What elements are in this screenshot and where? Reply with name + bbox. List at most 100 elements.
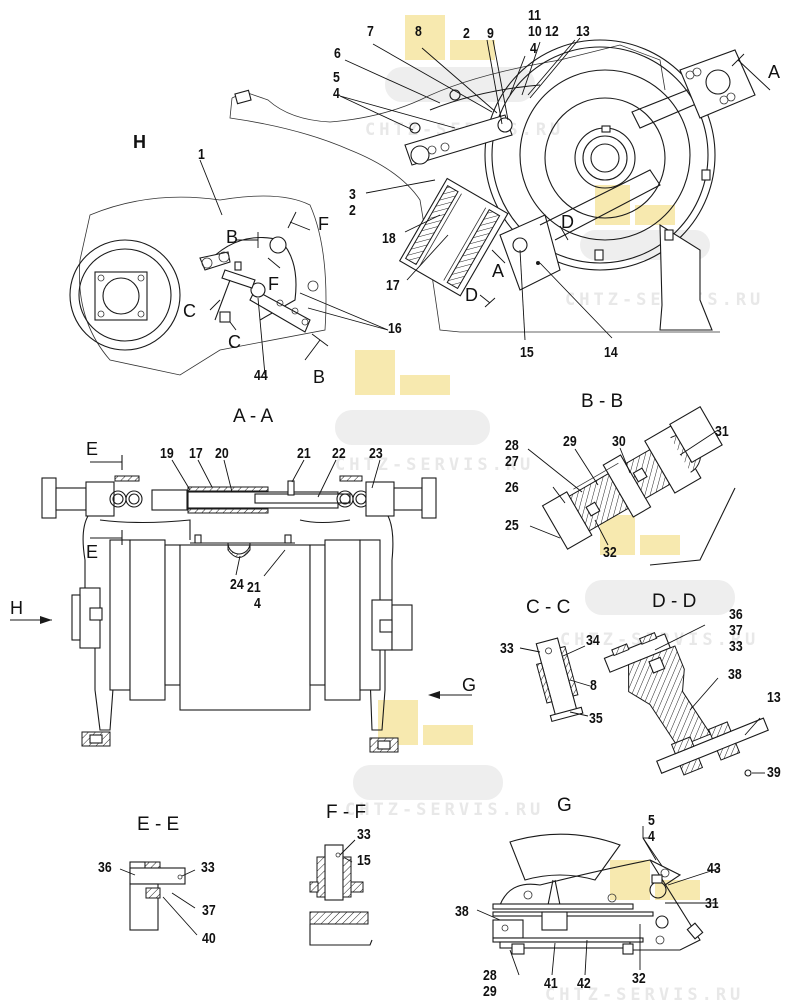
callout-bb-26: 26 <box>505 479 519 496</box>
callout-18: 18 <box>382 230 396 247</box>
callout-aa-17: 17 <box>189 445 203 462</box>
view-aa-leaders <box>171 459 381 577</box>
section-mark-f-upper: F <box>318 214 329 234</box>
callout-bb-30: 30 <box>612 433 626 450</box>
view-ee-drawing <box>119 861 198 936</box>
callout-bb-28: 28 <box>505 437 519 454</box>
callout-3: 3 <box>349 186 356 203</box>
section-mark-b-lower: B <box>313 367 326 387</box>
callout-8: 8 <box>415 23 422 40</box>
callout-4: 4 <box>333 85 340 102</box>
view-title-bb: B - B <box>581 391 624 412</box>
section-mark-a-top: A <box>768 62 781 82</box>
watermark-logo-g <box>610 860 700 900</box>
callout-15: 15 <box>520 344 534 361</box>
section-mark-d-lower: D <box>465 285 478 305</box>
callout-cc-35: 35 <box>589 710 603 727</box>
view-title-ff: F - F <box>326 802 367 823</box>
callout-ee-36: 36 <box>98 859 112 876</box>
view-title-ee: E - E <box>137 814 180 835</box>
callout-ff-33: 33 <box>357 826 371 843</box>
callout-2-lower: 2 <box>349 202 356 219</box>
view-h-drawing <box>69 195 327 376</box>
callout-aa-4: 4 <box>254 595 261 612</box>
watermark-logo-mid <box>335 350 490 445</box>
callout-ee-37: 37 <box>202 902 216 919</box>
callout-14: 14 <box>604 344 618 361</box>
view-g-drawing <box>492 833 704 955</box>
callout-1: 1 <box>198 146 205 163</box>
callout-11: 11 <box>528 7 542 24</box>
section-mark-f-lower: F <box>268 274 279 294</box>
callout-ff-15: 15 <box>357 852 371 869</box>
callout-g-28: 28 <box>483 967 497 984</box>
watermark-text-6: CHTZ-SERVIS.RU <box>545 985 744 1000</box>
section-mark-e-lower: E <box>86 542 99 562</box>
section-mark-e-upper: E <box>86 439 99 459</box>
callout-17: 17 <box>386 277 400 294</box>
callout-2: 2 <box>463 25 470 42</box>
callout-10: 10 <box>528 23 542 40</box>
callout-aa-22: 22 <box>332 445 346 462</box>
view-title-g: G <box>557 795 572 816</box>
callout-aa-24: 24 <box>230 576 244 593</box>
callout-g-4: 4 <box>648 828 655 845</box>
callout-dd-36: 36 <box>729 606 743 623</box>
watermark-text-3: CHTZ-SERVIS.RU <box>335 455 534 475</box>
view-h-leaders <box>199 159 389 376</box>
view-g-leaders <box>476 826 721 976</box>
view-dd-drawing <box>603 624 769 777</box>
view-bb-drawing <box>541 406 736 566</box>
callout-dd-13: 13 <box>767 689 781 706</box>
direction-mark-g: G <box>462 675 477 695</box>
callout-g-42: 42 <box>577 975 591 992</box>
callout-bb-27: 27 <box>505 453 519 470</box>
callout-bb-25: 25 <box>505 517 519 534</box>
callout-bb-29: 29 <box>563 433 577 450</box>
view-title-aa: A - A <box>233 406 274 427</box>
main-view-leaders <box>299 37 613 341</box>
callout-dd-39: 39 <box>767 764 781 781</box>
watermark-logo-bb <box>585 515 735 615</box>
view-bb-leaders <box>527 429 719 546</box>
callout-cc-33: 33 <box>500 640 514 657</box>
direction-mark-h: H <box>10 598 23 618</box>
callout-g-43: 43 <box>707 860 721 877</box>
view-title-dd: D - D <box>652 591 697 612</box>
callout-aa-19: 19 <box>160 445 174 462</box>
callout-9: 9 <box>487 25 494 42</box>
callout-bb-32: 32 <box>603 544 617 561</box>
callout-dd-33: 33 <box>729 638 743 655</box>
section-arrows <box>209 53 771 361</box>
callout-dd-38: 38 <box>728 666 742 683</box>
view-title-cc: C - C <box>526 597 571 618</box>
callout-16: 16 <box>388 320 402 337</box>
callout-4-top: 4 <box>530 40 537 57</box>
view-aa-drawing <box>10 455 472 753</box>
callout-6: 6 <box>334 45 341 62</box>
callout-g-32: 32 <box>632 970 646 987</box>
callout-7: 7 <box>367 23 374 40</box>
callout-44: 44 <box>254 367 268 384</box>
callout-aa-23: 23 <box>369 445 383 462</box>
callout-cc-34: 34 <box>586 632 600 649</box>
callout-bb-31: 31 <box>715 423 729 440</box>
watermark-logo-top <box>385 15 535 102</box>
section-mark-c-upper: C <box>183 301 196 321</box>
callout-g-31: 31 <box>705 895 719 912</box>
callout-ee-33: 33 <box>201 859 215 876</box>
callout-5: 5 <box>333 69 340 86</box>
callout-cc-8: 8 <box>590 677 597 694</box>
callout-g-29: 29 <box>483 983 497 1000</box>
callout-13: 13 <box>576 23 590 40</box>
section-mark-c-lower: C <box>228 332 241 352</box>
section-mark-b-upper: B <box>226 227 239 247</box>
callout-g-41: 41 <box>544 975 558 992</box>
watermark-text-5: CHTZ-SERVIS.RU <box>345 800 544 820</box>
callout-dd-37: 37 <box>729 622 743 639</box>
main-view-brake-assembly <box>229 39 756 333</box>
view-marker-h: H <box>133 132 146 152</box>
callout-12: 12 <box>545 23 559 40</box>
callout-aa-21: 21 <box>297 445 311 462</box>
